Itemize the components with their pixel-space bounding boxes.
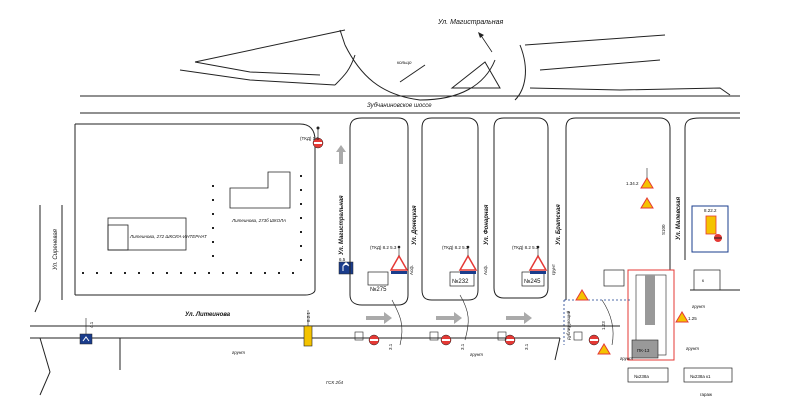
building-238ak1 bbox=[683, 367, 733, 383]
asph-2: Асф. bbox=[483, 265, 488, 275]
sign-1-25: 1.25 bbox=[688, 316, 697, 321]
building-school-internat bbox=[107, 217, 187, 251]
grunt-5: грунт bbox=[692, 304, 705, 309]
service-lines bbox=[391, 294, 614, 346]
grunt-4: грунт bbox=[686, 346, 699, 351]
grunt-2: грунт bbox=[470, 352, 483, 357]
sign-triangle-w2 bbox=[597, 343, 611, 355]
sign-warning-2 bbox=[458, 245, 478, 274]
label-kolco: кольцо bbox=[397, 60, 412, 65]
dubl-label: дублирующий bbox=[565, 310, 571, 340]
grunt-3: грунт bbox=[620, 356, 633, 361]
liteinova-road bbox=[30, 325, 620, 396]
dashed-lines bbox=[563, 299, 630, 345]
sign-3-1-b: 3.1 bbox=[460, 343, 465, 350]
building-238ak1-label: №238а к1 bbox=[690, 374, 711, 379]
sign-no-entry-top bbox=[312, 126, 324, 149]
street-malevskaya: Ул. Малевская bbox=[676, 196, 682, 240]
building-school bbox=[229, 171, 291, 209]
sign-no-entry-2 bbox=[440, 334, 452, 346]
plate-1: (ТКД) 8.2 5.3 bbox=[370, 245, 397, 250]
sign-6-5-label: 6.5 bbox=[339, 257, 346, 262]
street-liteinova: Ул. Литеинова bbox=[185, 312, 231, 318]
sign-triangle-w1 bbox=[575, 289, 589, 301]
building-small-2 bbox=[693, 269, 721, 291]
building-275 bbox=[367, 271, 389, 286]
sign-3-1-a: 3.1 bbox=[388, 343, 393, 350]
school-internat-label: Литеинова, 272 ШКОЛА-ИНТЕРНАТ bbox=[129, 234, 208, 239]
s100-label: S100 bbox=[661, 224, 666, 235]
sign-4-1: 4.1 bbox=[89, 321, 94, 328]
sign-blue-left bbox=[79, 318, 93, 345]
street-magistralnaya-top: Ул. Магистральная bbox=[437, 19, 504, 26]
building-232-label: №232 bbox=[452, 278, 469, 285]
building-238a-label: №238а bbox=[634, 374, 649, 379]
street-magistralnaya-vertical: Ул. Магистральная bbox=[339, 195, 345, 255]
roundabout bbox=[179, 29, 731, 101]
block-column-3 bbox=[493, 117, 549, 299]
plate-2: (ТКД) 8.2 5.3 bbox=[442, 245, 469, 250]
right-block bbox=[565, 117, 740, 300]
zubchaninovskoe-road bbox=[80, 95, 740, 114]
building-small-1 bbox=[603, 269, 625, 287]
block-column-2 bbox=[421, 117, 479, 301]
sign-1-34: 1.34.2 bbox=[626, 181, 639, 186]
building-245-label: №245 bbox=[524, 278, 541, 285]
block-column-1 bbox=[349, 117, 409, 306]
pk-13-label: ПК-13 bbox=[637, 348, 650, 353]
asph-1: Асф. bbox=[409, 265, 414, 275]
sign-no-entry-3 bbox=[504, 334, 516, 346]
sign-warning-top-1 bbox=[640, 168, 654, 189]
road-arrows bbox=[366, 312, 532, 324]
street-gsk: ГСК 2б4 bbox=[326, 380, 343, 385]
sign-1-23: 1.23 bbox=[601, 321, 606, 330]
street-sireevaya: Ул. Сиреневая bbox=[53, 228, 59, 271]
sign-top-label: (ТКД) 1.5 bbox=[300, 136, 319, 141]
sign-3-1-c: 3.1 bbox=[524, 343, 529, 350]
street-bratskaya: Ул. Братская bbox=[556, 204, 562, 245]
sign-warning-3 bbox=[528, 245, 548, 274]
building-275-label: №275 bbox=[370, 286, 387, 293]
sign-yellow-plate bbox=[303, 310, 313, 347]
sign-no-entry-4 bbox=[588, 334, 600, 346]
grunt-1: грунт bbox=[232, 350, 245, 355]
fence-dots bbox=[82, 175, 302, 274]
post-markers bbox=[354, 331, 583, 341]
garage-label: гараж bbox=[700, 392, 712, 397]
sign-warning-top-2 bbox=[640, 197, 654, 209]
building-238a bbox=[627, 367, 669, 383]
sign-panel-right bbox=[691, 205, 729, 253]
sign-triangle-w3 bbox=[675, 311, 689, 323]
plate-3: (ТКД) 8.2 5.3 bbox=[512, 245, 539, 250]
sign-warning-1 bbox=[389, 245, 409, 274]
school-label: Литеинова, 273б ШКОЛА bbox=[231, 218, 286, 223]
north-arrow bbox=[478, 32, 493, 53]
street-zubchaninovskoe: Зубчаниновское шоссе bbox=[367, 103, 432, 109]
work-zone bbox=[627, 269, 675, 361]
sign-no-entry-1 bbox=[368, 334, 380, 346]
street-donetskaya: Ул. Донецкая bbox=[412, 205, 418, 245]
arrow-grey-up bbox=[336, 145, 346, 164]
building-small-2-label: к bbox=[702, 278, 704, 283]
sign-6-5 bbox=[338, 261, 354, 275]
asph-3: грунт bbox=[551, 264, 556, 275]
street-fonarnaya: Ул. Фонарная bbox=[484, 204, 490, 245]
sign-8-2-1: 8.2.1 bbox=[306, 311, 311, 322]
left-block bbox=[34, 123, 316, 313]
sign-8-22: 8.22.2 bbox=[704, 208, 717, 213]
